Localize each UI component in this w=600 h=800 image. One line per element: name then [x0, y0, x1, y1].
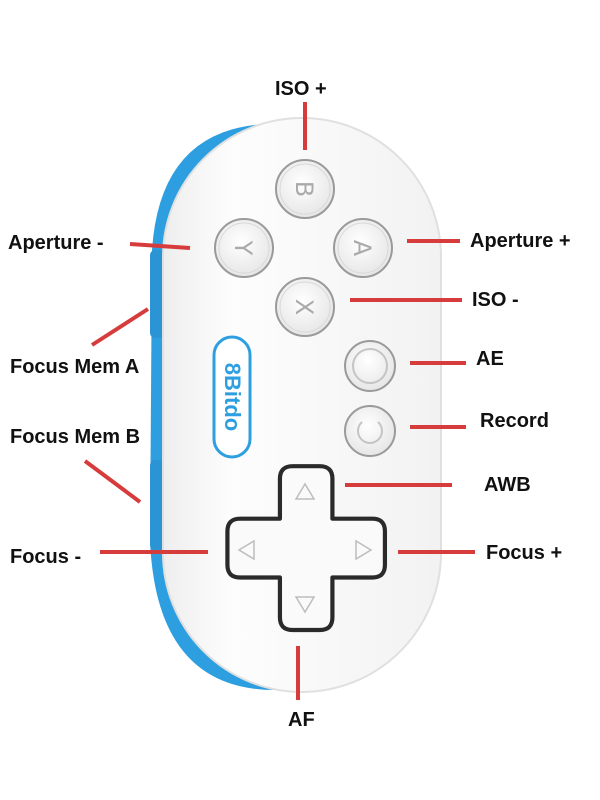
- button-start[interactable]: [344, 405, 396, 457]
- label-ae: AE: [476, 348, 504, 370]
- button-a-glyph: A: [348, 240, 376, 257]
- dpad-down-arrow-icon[interactable]: [294, 596, 316, 614]
- dpad-right-arrow-icon[interactable]: [355, 539, 373, 561]
- leader-aperture-minus: [129, 242, 191, 250]
- dpad[interactable]: [225, 464, 388, 633]
- button-a[interactable]: A: [333, 218, 393, 278]
- label-record: Record: [480, 410, 549, 432]
- leader-focus-mem-a: [90, 307, 150, 347]
- label-focus-mem-a: Focus Mem A: [10, 356, 140, 378]
- shoulder-button-l[interactable]: [150, 250, 164, 338]
- button-b[interactable]: B: [275, 159, 335, 219]
- brand-logo: 8Bitdo: [212, 335, 252, 459]
- leader-focus-mem-b: [83, 459, 142, 504]
- button-b-glyph: B: [290, 181, 318, 197]
- button-select[interactable]: [344, 340, 396, 392]
- power-ring-icon: [357, 421, 383, 444]
- label-focus-minus: Focus -: [10, 546, 82, 568]
- button-x[interactable]: X: [275, 277, 335, 337]
- button-x-glyph: X: [290, 299, 318, 315]
- label-awb: AWB: [484, 474, 531, 496]
- dpad-left-arrow-icon[interactable]: [237, 539, 255, 561]
- label-iso-plus: ISO +: [275, 78, 327, 100]
- label-af: AF: [288, 709, 315, 731]
- dpad-up-arrow-icon[interactable]: [294, 482, 316, 500]
- label-iso-minus: ISO -: [472, 289, 519, 311]
- brand-logo-text: 8Bitdo: [220, 363, 245, 431]
- button-y-glyph: Y: [229, 240, 257, 256]
- label-aperture-minus: Aperture -: [8, 232, 104, 254]
- label-focus-plus: Focus +: [486, 542, 563, 564]
- shoulder-button-r[interactable]: [150, 460, 164, 550]
- label-focus-mem-b: Focus Mem B: [10, 426, 141, 448]
- button-y[interactable]: Y: [214, 218, 274, 278]
- label-aperture-plus: Aperture +: [470, 230, 571, 252]
